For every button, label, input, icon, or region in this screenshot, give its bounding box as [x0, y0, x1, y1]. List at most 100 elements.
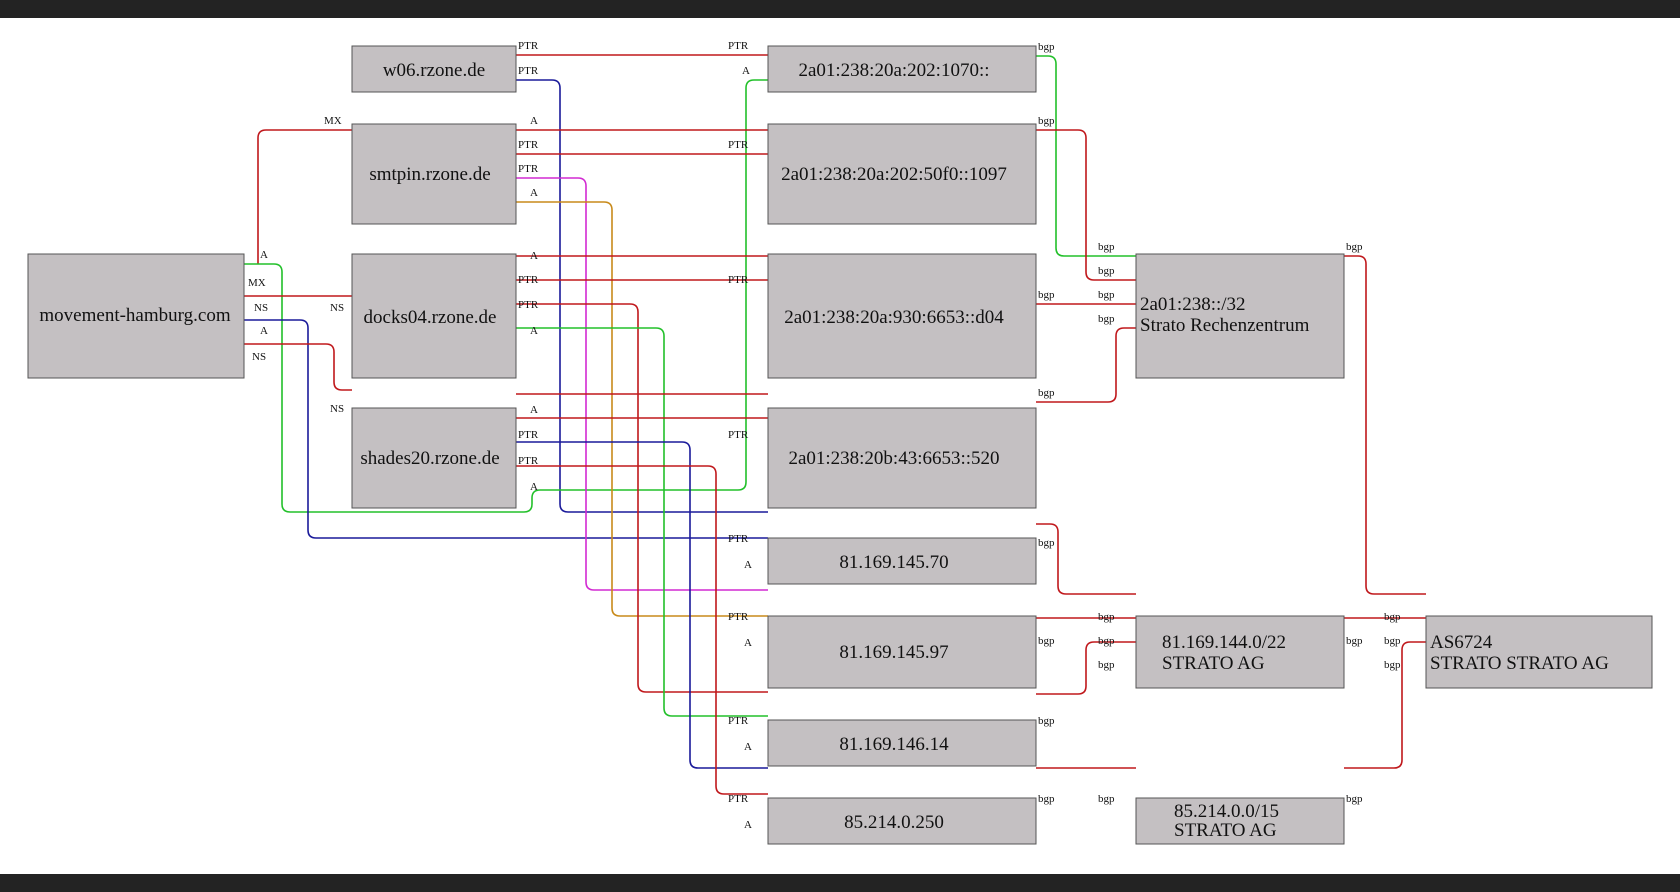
node-label: docks04.rzone.de	[364, 307, 497, 328]
node-smtpin-rzone[interactable]: smtpin.rzone.de	[351, 123, 517, 225]
edge-label-a: A	[744, 741, 752, 753]
edge-label-ptr: PTR	[728, 793, 749, 805]
node-w06-rzone[interactable]: w06.rzone.de	[351, 45, 517, 93]
node-label-line1: 85.214.0.0/15	[1174, 801, 1279, 822]
node-label: 85.214.0.250	[844, 812, 944, 833]
edge-movement-ns-shades20	[244, 343, 352, 391]
node-label: 2a01:238:20a:202:1070::	[798, 60, 989, 81]
edge-label-a: A	[260, 325, 268, 337]
node-label-line2: STRATO AG	[1174, 820, 1277, 841]
edge-shades20-a-ip-250	[516, 465, 768, 795]
edge-ip-70-bgp-net-144	[1036, 523, 1136, 595]
dns-graph: PTR PTR PTR A MX A PTR PTR PTR A A MX NS…	[27, 40, 1653, 845]
edge-label-bgp: bgp	[1346, 635, 1363, 647]
edge-smtpin-ptr-ip-97	[516, 177, 768, 591]
node-label: 81.169.145.97	[839, 642, 948, 663]
edge-label-ptr: PTR	[728, 533, 749, 545]
node-docks04-rzone[interactable]: docks04.rzone.de	[351, 253, 517, 379]
node-label-line2: STRATO STRATO AG	[1430, 653, 1609, 674]
edge-movement-a-ip-70	[244, 319, 768, 539]
edge-label-ptr: PTR	[728, 139, 749, 151]
edge-labels: PTR PTR PTR A MX A PTR PTR PTR A A MX NS…	[248, 40, 1401, 831]
node-net-81-169-144[interactable]: 81.169.144.0/22 STRATO AG	[1135, 615, 1345, 689]
node-label-line1: AS6724	[1430, 632, 1493, 653]
edge-label-mx: MX	[248, 277, 266, 289]
edge-label-a: A	[744, 819, 752, 831]
edge-v6-520-bgp-net-v6	[1036, 327, 1136, 403]
edge-label-a: A	[742, 65, 750, 77]
node-label: 81.169.146.14	[839, 734, 949, 755]
node-ip-81-169-146-14[interactable]: 81.169.146.14	[767, 719, 1037, 767]
edge-w06-ptr-ip-70	[516, 79, 768, 513]
edge-label-ptr: PTR	[518, 455, 539, 467]
edge-label-ns: NS	[252, 351, 266, 363]
node-net-85-214[interactable]: 85.214.0.0/15 STRATO AG	[1135, 797, 1345, 845]
node-v6-1070[interactable]: 2a01:238:20a:202:1070::	[767, 45, 1037, 93]
node-v6-50f0[interactable]: 2a01:238:20a:202:50f0::1097	[767, 123, 1037, 225]
edge-label-ptr: PTR	[518, 429, 539, 441]
node-as6724[interactable]: AS6724 STRATO STRATO AG	[1425, 615, 1653, 689]
edge-label-a: A	[530, 115, 538, 127]
edge-label-ptr: PTR	[728, 715, 749, 727]
edge-docks04-a-ip-14	[516, 327, 768, 717]
edge-label-ptr: PTR	[728, 611, 749, 623]
edge-label-ptr: PTR	[728, 429, 749, 441]
edge-label-ptr: PTR	[728, 40, 749, 52]
node-label: movement-hamburg.com	[39, 305, 230, 326]
edge-net-v6-bgp-as6724	[1344, 255, 1426, 595]
edge-label-bgp: bgp	[1098, 265, 1115, 277]
edge-label-ptr: PTR	[518, 274, 539, 286]
edge-v6-50f0-bgp-net-v6	[1036, 129, 1136, 281]
edge-label-bgp: bgp	[1038, 387, 1055, 399]
edge-label-a: A	[530, 325, 538, 337]
edge-label-a: A	[744, 559, 752, 571]
edge-net-85-bgp-as6724	[1344, 641, 1426, 769]
edge-label-bgp: bgp	[1384, 635, 1401, 647]
edge-label-a: A	[530, 187, 538, 199]
node-movement-hamburg[interactable]: movement-hamburg.com	[27, 253, 245, 379]
edge-label-a: A	[260, 249, 268, 261]
node-v6-d04[interactable]: 2a01:238:20a:930:6653::d04	[767, 253, 1037, 379]
edge-label-a: A	[530, 250, 538, 262]
edge-docks04-ptr-ip-14	[516, 303, 768, 693]
node-ip-81-169-145-97[interactable]: 81.169.145.97	[767, 615, 1037, 689]
edge-label-ns: NS	[254, 302, 268, 314]
edge-label-bgp: bgp	[1384, 611, 1401, 623]
edge-label-bgp: bgp	[1384, 659, 1401, 671]
edge-label-bgp: bgp	[1098, 635, 1115, 647]
dns-graph-canvas: PTR PTR PTR A MX A PTR PTR PTR A A MX NS…	[0, 18, 1680, 874]
edge-label-mx: MX	[324, 115, 342, 127]
edge-label-bgp: bgp	[1098, 313, 1115, 325]
node-ip-81-169-145-70[interactable]: 81.169.145.70	[767, 537, 1037, 585]
edge-label-bgp: bgp	[1038, 41, 1055, 53]
edge-label-ptr: PTR	[518, 65, 539, 77]
edge-label-a: A	[744, 637, 752, 649]
node-label-line1: 2a01:238::/32	[1140, 294, 1246, 315]
node-v6-520[interactable]: 2a01:238:20b:43:6653::520	[767, 407, 1037, 509]
node-label-line2: Strato Rechenzentrum	[1140, 315, 1310, 336]
edge-movement-mx-smtpin	[257, 129, 352, 264]
edge-label-a: A	[530, 481, 538, 493]
node-ip-85-214-0-250[interactable]: 85.214.0.250	[767, 797, 1037, 845]
edge-label-ns: NS	[330, 403, 344, 415]
edge-label-bgp: bgp	[1098, 793, 1115, 805]
node-label-line1: 81.169.144.0/22	[1162, 632, 1286, 653]
nodes: w06.rzone.de smtpin.rzone.de movement-ha…	[27, 45, 1653, 845]
edge-label-a: A	[530, 404, 538, 416]
edges	[244, 54, 1426, 795]
edge-v6-1070-bgp-net-v6	[1036, 55, 1136, 257]
edge-ip-14-bgp-net-144	[1036, 641, 1136, 695]
node-label-line2: STRATO AG	[1162, 653, 1265, 674]
node-label: 2a01:238:20b:43:6653::520	[788, 448, 999, 469]
node-label: 2a01:238:20a:202:50f0::1097	[781, 164, 1007, 185]
node-shades20-rzone[interactable]: shades20.rzone.de	[351, 407, 517, 509]
node-label: w06.rzone.de	[383, 60, 485, 81]
edge-label-bgp: bgp	[1346, 793, 1363, 805]
edge-label-bgp: bgp	[1038, 115, 1055, 127]
edge-label-ptr: PTR	[518, 299, 539, 311]
edge-label-bgp: bgp	[1098, 659, 1115, 671]
edge-label-bgp: bgp	[1038, 289, 1055, 301]
edge-label-ptr: PTR	[518, 40, 539, 52]
edge-label-bgp: bgp	[1038, 793, 1055, 805]
node-net-v6-strato[interactable]: 2a01:238::/32 Strato Rechenzentrum	[1135, 253, 1345, 379]
